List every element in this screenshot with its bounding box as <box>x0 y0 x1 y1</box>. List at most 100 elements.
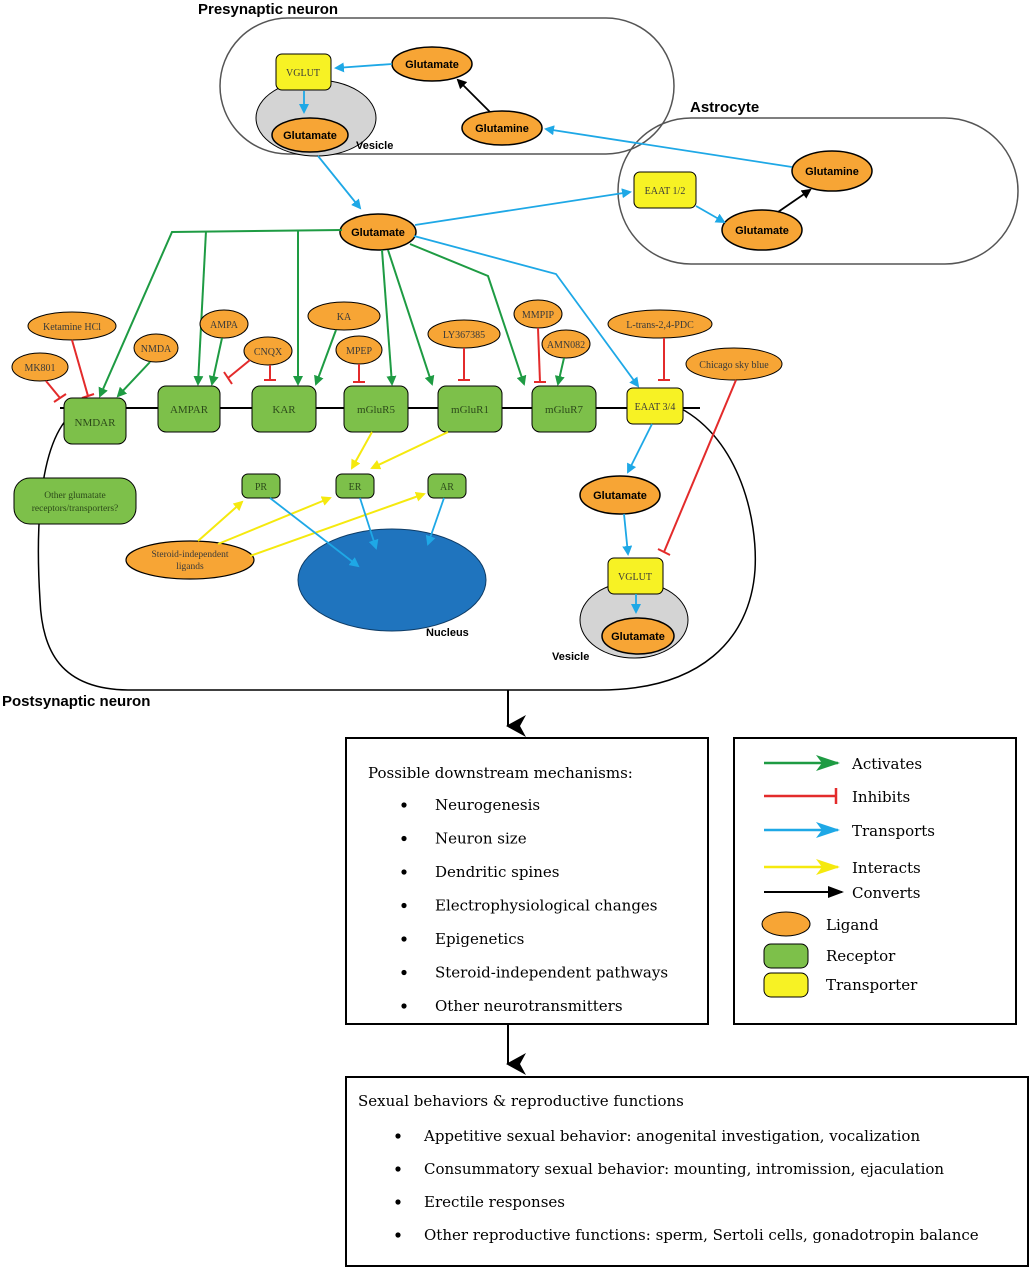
list-item: Other neurotransmitters <box>435 997 623 1015</box>
nmda-node <box>133 333 179 363</box>
inhibit-chicago-bar <box>657 548 671 556</box>
chicago-label: Chicago sky blue <box>699 360 769 371</box>
inhibit-ketamine-bar <box>81 393 95 399</box>
arrow-vesicle-release <box>317 155 362 210</box>
legend-transporter-swatch <box>763 972 809 998</box>
mglur5-label: mGluR5 <box>357 404 395 416</box>
ampa-node <box>199 309 249 339</box>
inhibit-ketamine-nmdar <box>71 339 89 397</box>
ampar-node <box>157 385 221 433</box>
mk801-label: MK801 <box>24 363 55 374</box>
cleft-glutamate <box>339 213 417 251</box>
legend-converts-label: Converts <box>852 884 920 902</box>
pre-vesicle-glutamate-label: Glutamate <box>283 130 337 142</box>
ar-node <box>427 473 467 499</box>
activation-fan <box>98 229 527 398</box>
bullet <box>395 1232 401 1238</box>
list-item: Neuron size <box>435 830 527 848</box>
steroid-ligands-line1: Steroid-independent <box>151 550 228 560</box>
arrow-glutamate-to-mglur5 <box>381 249 397 386</box>
downstream-title: Possible downstream mechanisms: <box>368 764 633 782</box>
mmpip-label: MMPIP <box>522 310 555 321</box>
legend-receptor-label: Receptor <box>826 947 896 965</box>
astrocyte-membrane <box>617 117 1019 265</box>
ketamine-label: Ketamine HCl <box>43 322 101 333</box>
sexual-title: Sexual behaviors & reproductive function… <box>358 1092 684 1110</box>
arrow-steroid-to-ar <box>249 491 426 557</box>
list-item: Erectile responses <box>424 1193 565 1211</box>
arrow-er-to-nucleus <box>359 497 379 550</box>
nucleus <box>297 528 487 632</box>
arrow-glutamine-to-glutamate <box>456 78 491 113</box>
arrow-steroid-to-pr <box>197 500 244 542</box>
nmdar-node <box>63 397 127 445</box>
chicago-node <box>685 347 783 381</box>
bullet <box>401 802 407 808</box>
legend-interacts-label: Interacts <box>852 859 921 877</box>
sexual-list: Appetitive sexual behavior: anogenital i… <box>395 1127 979 1244</box>
bullet <box>401 969 407 976</box>
mglur7-label: mGluR7 <box>545 404 583 416</box>
arrow-ampa-to-ampar <box>208 337 223 386</box>
arrow-steroid-to-er <box>217 496 332 545</box>
arrow-ar-to-nucleus <box>425 497 445 546</box>
cnqx-label: CNQX <box>254 347 283 358</box>
mglur7-node <box>531 385 597 433</box>
list-item: Neurogenesis <box>435 796 540 814</box>
list-item: Electrophysiological changes <box>435 897 658 915</box>
post-glutamate-label: Glutamate <box>593 490 647 502</box>
post-vesicle-label: Vesicle <box>552 651 589 663</box>
sexual-box <box>345 1076 1029 1267</box>
list-item: Other reproductive functions: sperm, Ser… <box>424 1226 979 1244</box>
inhibit-cnqx-ampar <box>227 359 251 379</box>
pre-vesicle-glutamate <box>271 117 349 153</box>
arrow-glutamate-to-mglur7 <box>409 243 527 386</box>
downstream-box <box>345 737 709 1025</box>
ltrans-node <box>607 309 713 339</box>
inhibition-lines <box>45 327 737 556</box>
legend-receptor-swatch <box>763 943 809 969</box>
kar-label: KAR <box>272 404 296 416</box>
ast-glutamate <box>721 209 803 251</box>
cnqx-node <box>243 336 293 366</box>
arrow-glutamate-to-vglut <box>334 62 393 73</box>
post-vesicle-glutamate-label: Glutamate <box>611 631 665 643</box>
bullet <box>401 1003 407 1009</box>
inhibit-mmpip-mglur7 <box>537 327 541 383</box>
ast-glutamine <box>791 150 873 192</box>
arrow-amn-to-mglur7 <box>554 357 565 386</box>
pre-vglut-node <box>275 53 332 91</box>
eaat34-node <box>626 387 684 425</box>
inhibit-chicago-vglut <box>663 379 737 553</box>
other-receptors-line2: receptors/transporters? <box>32 504 119 514</box>
legend-ligand-label: Ligand <box>826 916 879 934</box>
arrow-eaat12-to-astro-glutamate <box>695 205 726 223</box>
eaat34-label: EAAT 3/4 <box>635 402 676 413</box>
ast-glutamate-label: Glutamate <box>735 225 789 237</box>
legend-transports-label: Transports <box>852 822 935 840</box>
er-label: ER <box>349 482 362 493</box>
inhibit-mk801-nmdar <box>45 380 61 399</box>
post-glutamate <box>579 475 661 515</box>
ar-label: AR <box>440 482 454 493</box>
arrow-eaat34-to-glutamate <box>627 423 653 474</box>
eaat12-node <box>633 171 697 209</box>
bullet <box>395 1199 401 1205</box>
arrow-nmda-to-nmdar <box>116 361 151 398</box>
mglur5-node <box>343 385 409 433</box>
list-item: Epigenetics <box>435 930 524 948</box>
mglur1-node <box>437 385 503 433</box>
er-node <box>335 473 375 499</box>
arrow-astro-glutamine-to-pre <box>544 125 793 168</box>
pr-node <box>241 473 281 499</box>
inhibit-mk801-bar <box>53 393 67 403</box>
mpep-label: MPEP <box>346 346 373 357</box>
arrow-glutamate-to-mglur1 <box>387 249 435 386</box>
nucleus-label: Nucleus <box>426 627 469 639</box>
presynaptic-label: Presynaptic neuron <box>198 1 338 18</box>
list-item: Appetitive sexual behavior: anogenital i… <box>423 1127 920 1145</box>
postsynaptic-label: Postsynaptic neuron <box>2 693 150 710</box>
arrow-mglur5-to-er <box>351 431 373 470</box>
nmda-label: NMDA <box>141 344 172 355</box>
arrow-glutamate-to-nmdar <box>98 229 343 398</box>
